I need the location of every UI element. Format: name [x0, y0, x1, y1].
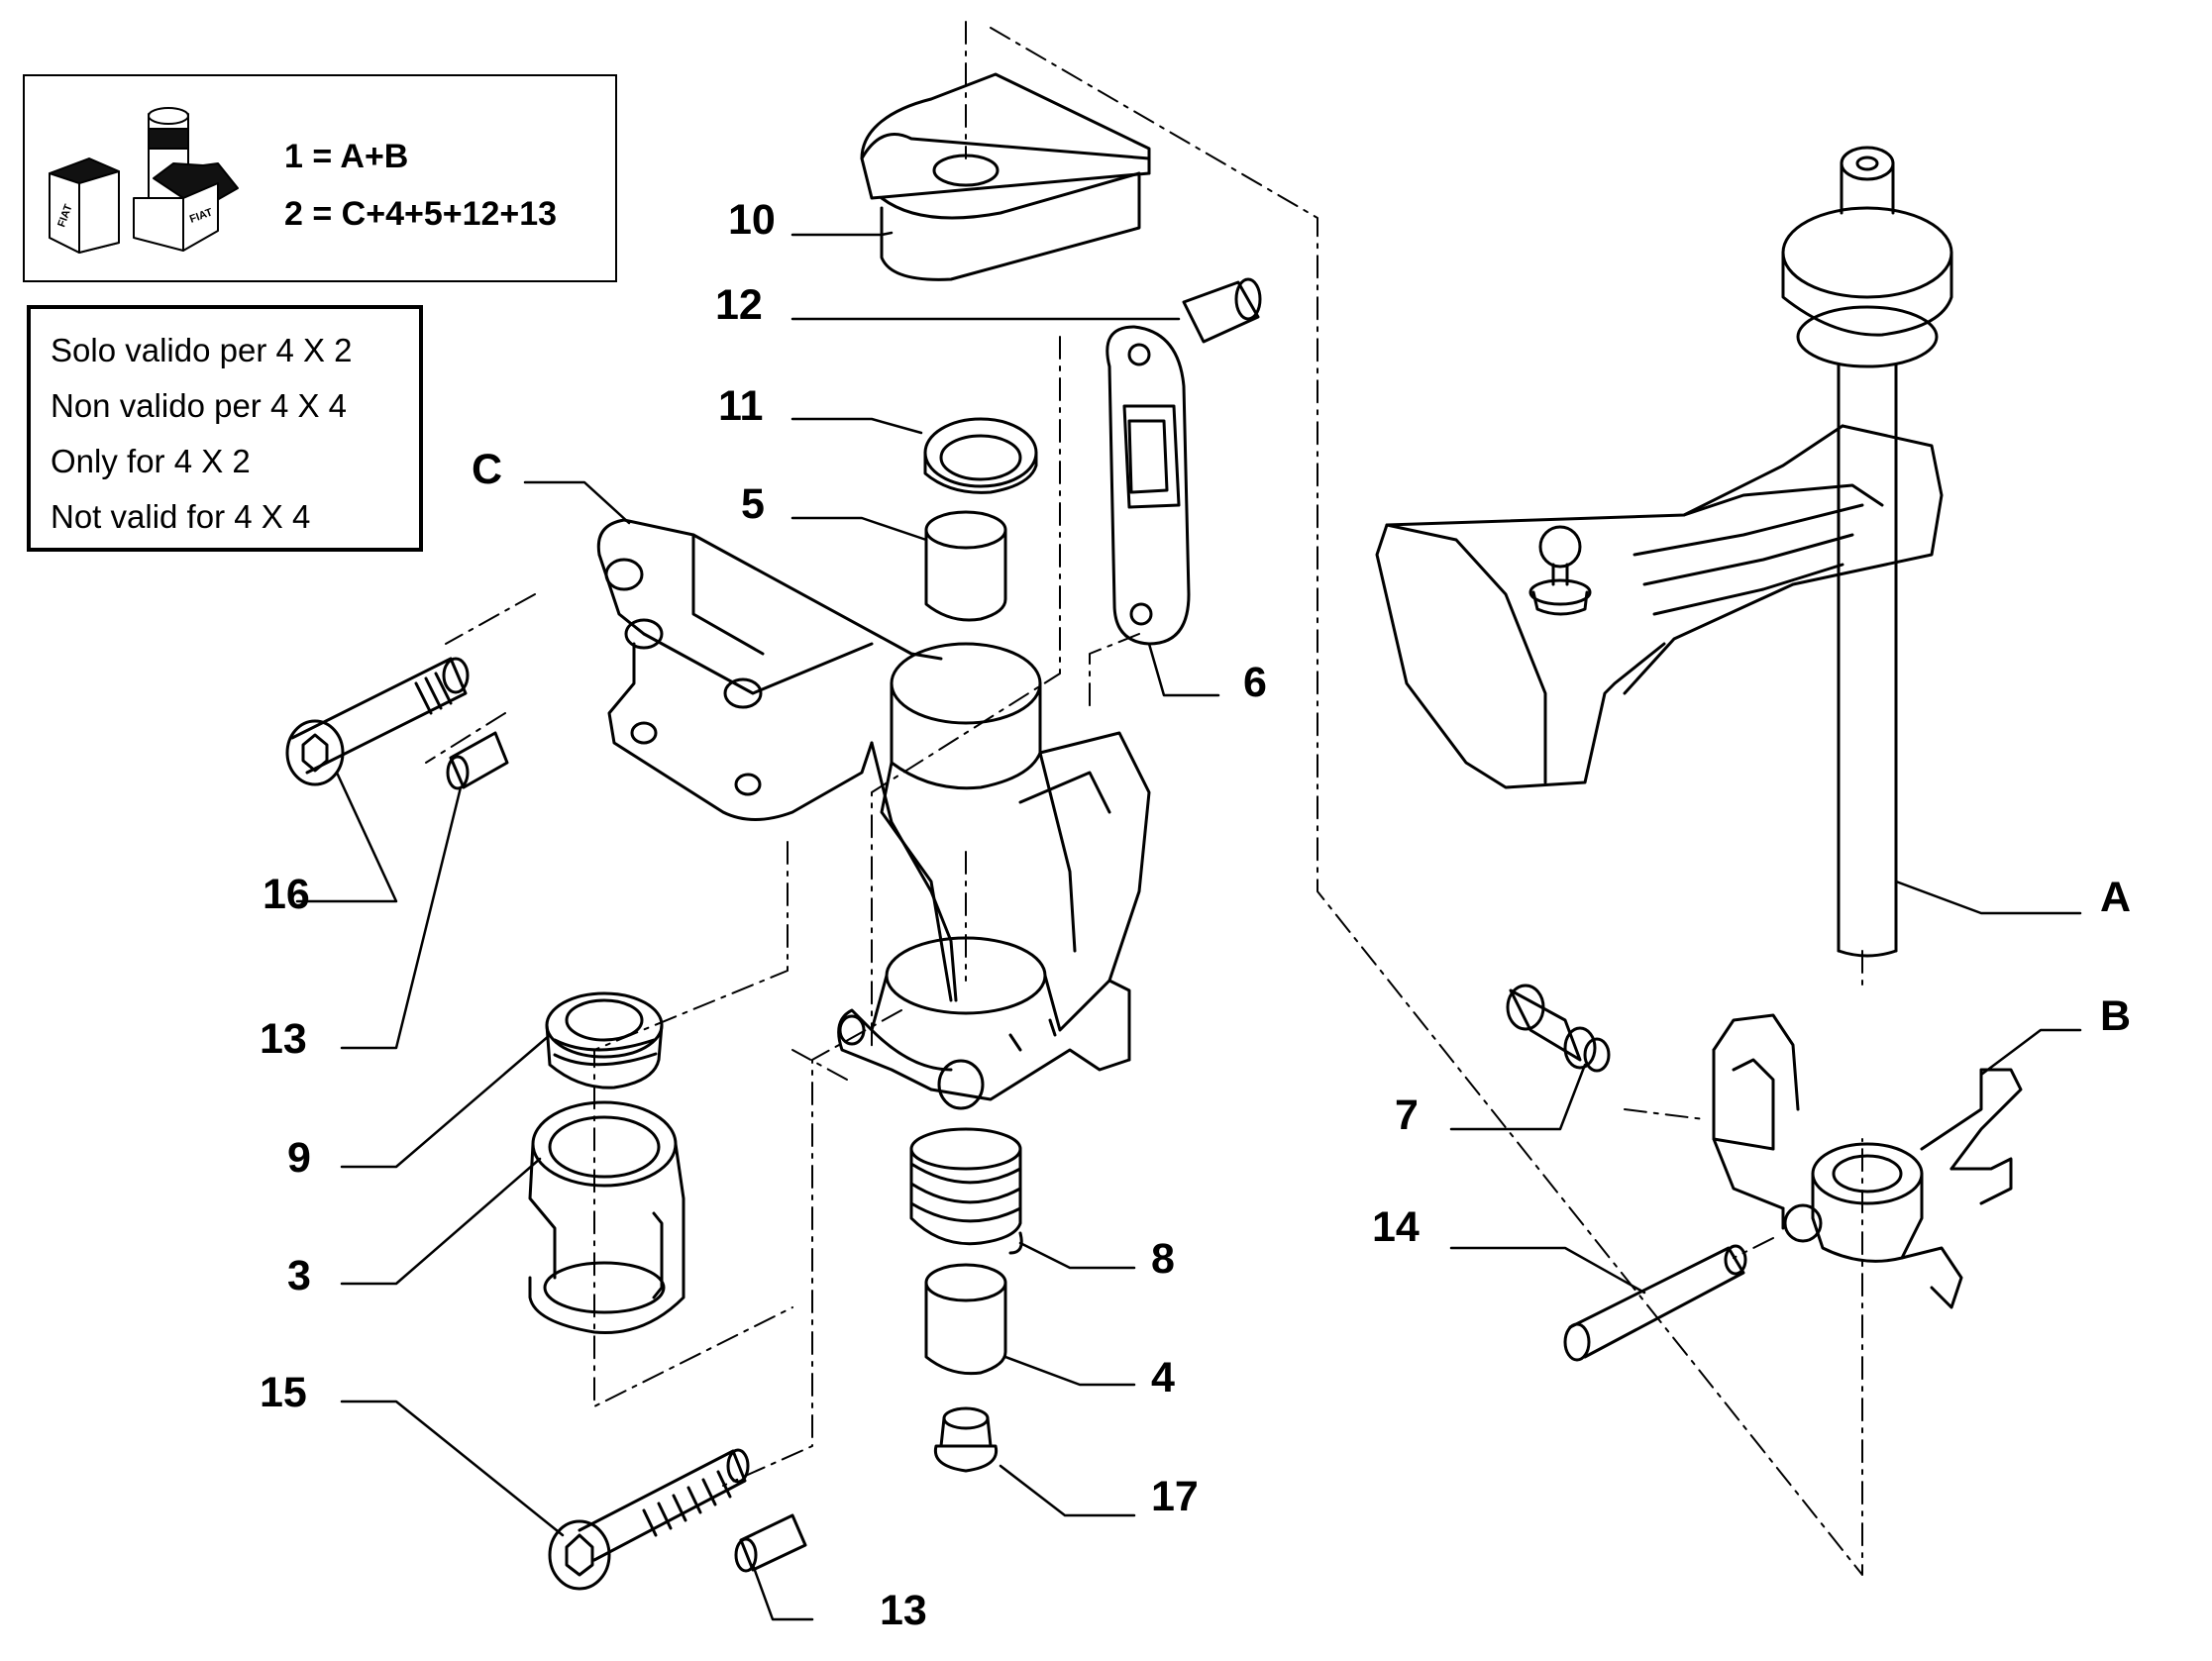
callout-15: 15	[260, 1369, 307, 1416]
callout-12: 12	[715, 281, 763, 329]
callout-labels: 10 12 11 5 C 6 16 13 9 3 15 13 8 4 17 A …	[260, 196, 2131, 1634]
kit-boxes-icon: FIAT FIAT	[49, 107, 239, 254]
validity-note-line-2: Non valido per 4 X 4	[51, 387, 348, 424]
part-C-bracket	[596, 518, 1151, 1110]
part-A-shaft-lever	[1375, 146, 1953, 958]
callout-10: 10	[728, 196, 776, 244]
callout-7: 7	[1395, 1091, 1419, 1139]
callout-8: 8	[1151, 1235, 1175, 1283]
validity-note-line-1: Solo valido per 4 X 2	[51, 332, 353, 368]
part-4-bush	[924, 1263, 1007, 1376]
part-11-ring	[923, 417, 1038, 494]
kit-legend-text: 1 = A+B 2 = C+4+5+12+13	[284, 128, 557, 243]
callout-5: 5	[741, 480, 765, 528]
callout-11: 11	[718, 382, 763, 430]
callout-B: B	[2100, 992, 2131, 1040]
part-14-roll-pin	[1563, 1244, 1747, 1362]
callout-14: 14	[1372, 1203, 1420, 1251]
part-3-sleeve	[528, 1100, 685, 1335]
validity-note-line-3: Only for 4 X 2	[51, 443, 251, 479]
part-13-pin-lower	[734, 1513, 807, 1573]
part-7-plunger	[1506, 984, 1611, 1073]
part-17-plug	[933, 1406, 999, 1473]
kit-legend-line-2: 2 = C+4+5+12+13	[284, 195, 558, 233]
part-16-cap-screw	[285, 657, 470, 786]
part-8-spring	[909, 1127, 1023, 1255]
callout-6: 6	[1243, 659, 1267, 706]
callout-4: 4	[1151, 1354, 1175, 1401]
assembly-axis-lines	[425, 21, 1863, 1576]
callout-13-upper: 13	[260, 1015, 307, 1063]
part-B-selector	[1712, 1013, 2023, 1309]
callout-16: 16	[263, 871, 310, 918]
callout-17: 17	[1151, 1473, 1199, 1520]
callout-A: A	[2100, 874, 2131, 921]
callout-3: 3	[287, 1252, 311, 1299]
part-5-bush	[924, 510, 1007, 622]
callout-13-lower: 13	[880, 1587, 927, 1634]
leader-lines	[295, 231, 2082, 1621]
callout-9: 9	[287, 1134, 311, 1182]
part-6-gasket	[1106, 325, 1191, 646]
kit-legend-box: FIAT FIAT 1 = A+B 2 = C+4+5+12+13	[23, 74, 617, 282]
validity-note-box: Solo valido per 4 X 2 Non valido per 4 X…	[27, 305, 423, 552]
part-12-pin	[1182, 277, 1262, 344]
callout-C: C	[472, 446, 502, 493]
part-10-cap	[860, 72, 1151, 281]
validity-note-line-4: Not valid for 4 X 4	[51, 498, 311, 535]
part-15-long-screw	[548, 1448, 750, 1591]
part-13-pin-upper	[446, 731, 509, 790]
kit-legend-line-1: 1 = A+B	[284, 138, 409, 175]
part-9-plug	[545, 991, 664, 1090]
